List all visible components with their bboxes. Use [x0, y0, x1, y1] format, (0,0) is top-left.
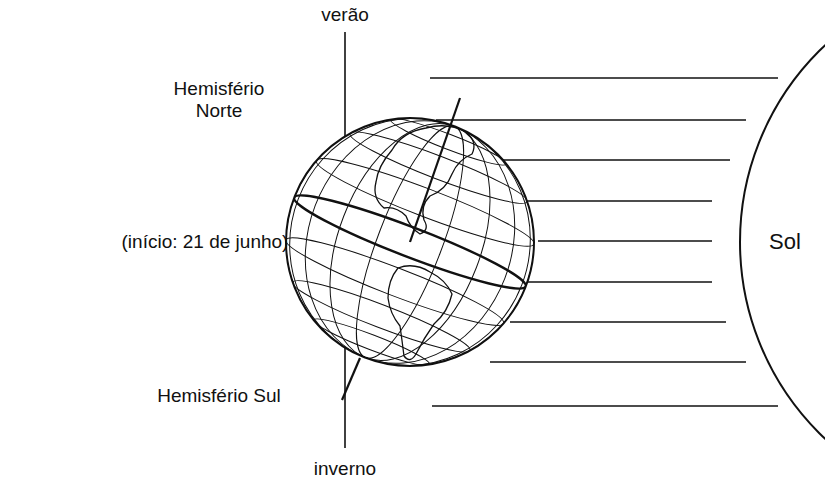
sun-label: Sol	[769, 229, 801, 255]
text-label: (início: 21 de junho)	[95, 231, 315, 253]
text-label: Hemisfério Sul	[149, 385, 289, 407]
text-label: inverno	[285, 458, 405, 480]
axis-south	[342, 358, 360, 400]
continents	[375, 108, 474, 360]
globe-grid	[250, 82, 570, 402]
axis-north	[410, 98, 460, 242]
text-label: verão	[285, 4, 405, 26]
text-label: Hemisfério Norte	[149, 78, 289, 122]
sun-shape: Sol	[738, 0, 825, 484]
